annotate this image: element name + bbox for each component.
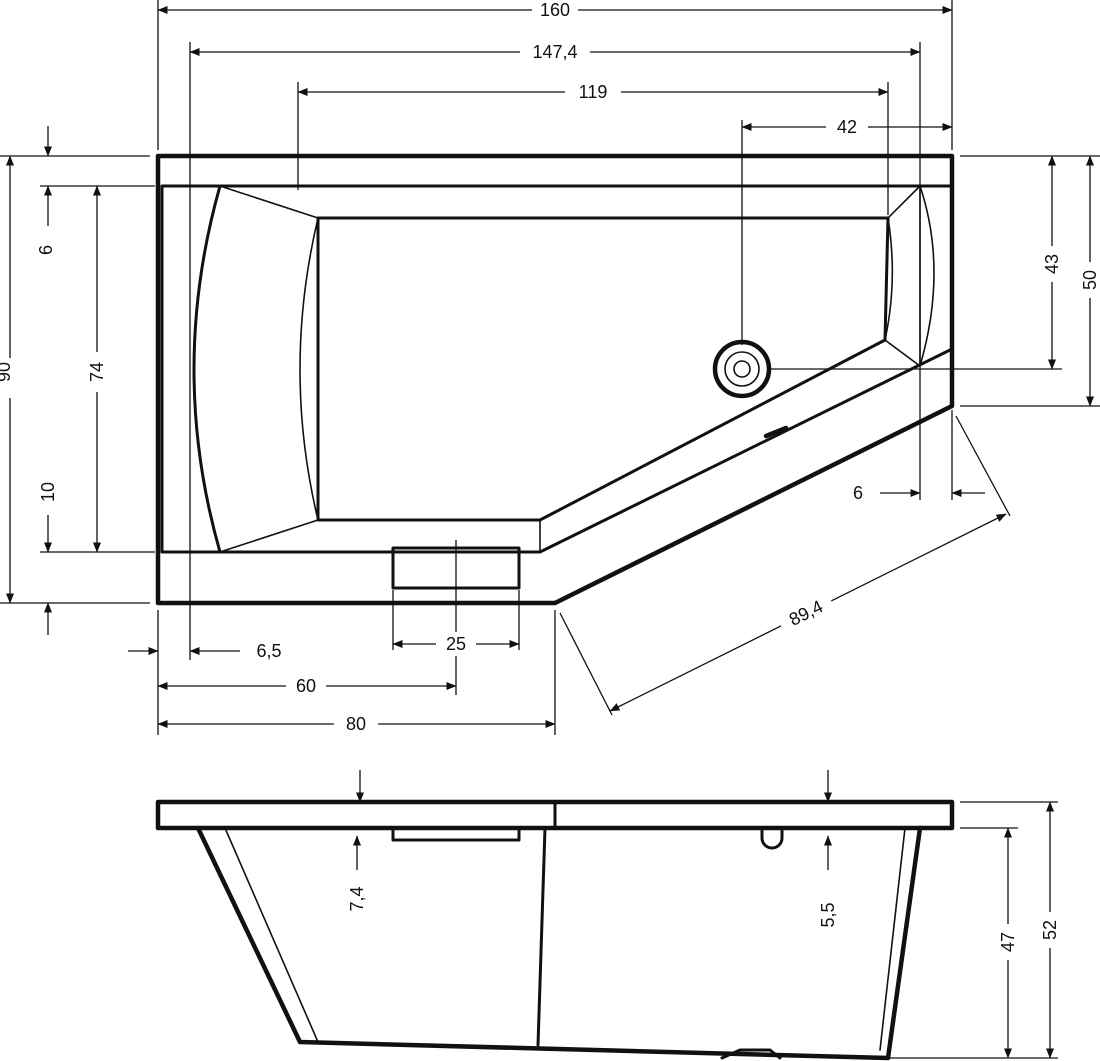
top-view-basin-floor xyxy=(316,216,890,522)
top-view-drain-inner xyxy=(733,360,751,378)
side-view-dimensions: 7,4 5,5 47 52 xyxy=(347,770,1062,1059)
dim-label-left-rim: 6,5 xyxy=(256,641,281,661)
top-view-outer-rim xyxy=(155,153,955,606)
top-view xyxy=(155,153,955,606)
dim-label-overflow-depth: 7,4 xyxy=(347,886,367,911)
top-view-drain-outer xyxy=(712,339,772,399)
side-view-drain xyxy=(760,826,784,850)
top-view-backrest-inner-curve xyxy=(299,217,319,521)
dim-label-rim-top: 6 xyxy=(36,245,56,255)
top-view-dimensions: 160 147,4 119 42 90 74 6 10 50 xyxy=(0,0,1100,736)
top-view-basin-slopes xyxy=(219,185,921,553)
dim-label-right-inner-depth: 43 xyxy=(1042,254,1062,274)
dim-label-overall-width: 90 xyxy=(0,362,14,382)
dim-label-rim-front: 10 xyxy=(38,482,58,502)
dim-label-right-depth: 50 xyxy=(1080,270,1100,290)
top-view-handle-mark xyxy=(763,425,789,439)
dim-label-basin-length: 119 xyxy=(579,82,608,102)
top-view-backrest-curve xyxy=(192,184,222,554)
side-view-center-seam xyxy=(536,826,547,1047)
dim-label-overall-height: 52 xyxy=(1040,920,1060,940)
side-view-outlet xyxy=(720,1048,782,1060)
side-view xyxy=(155,799,955,1061)
dim-label-inner-height: 47 xyxy=(998,932,1018,952)
top-view-inner-rim xyxy=(160,184,954,554)
side-view-body-inner xyxy=(224,827,906,1051)
top-view-drain-mid xyxy=(724,351,760,387)
dim-label-drain-depth: 5,5 xyxy=(818,902,838,927)
side-view-body xyxy=(195,825,923,1061)
dim-label-front-length: 80 xyxy=(346,714,366,734)
dim-label-inner-width: 74 xyxy=(87,362,107,382)
dim-label-overall-length: 160 xyxy=(540,0,570,20)
top-view-footrest-curve xyxy=(884,185,935,367)
side-view-overflow xyxy=(391,826,521,842)
dim-label-overflow-center: 60 xyxy=(296,676,316,696)
dim-label-inner-length: 147,4 xyxy=(532,42,577,62)
top-view-extension-lines xyxy=(0,0,1100,735)
dim-label-drain-offset: 42 xyxy=(837,117,857,137)
dim-label-overflow-width: 25 xyxy=(446,634,466,654)
dim-label-right-rim: 6 xyxy=(853,483,863,503)
